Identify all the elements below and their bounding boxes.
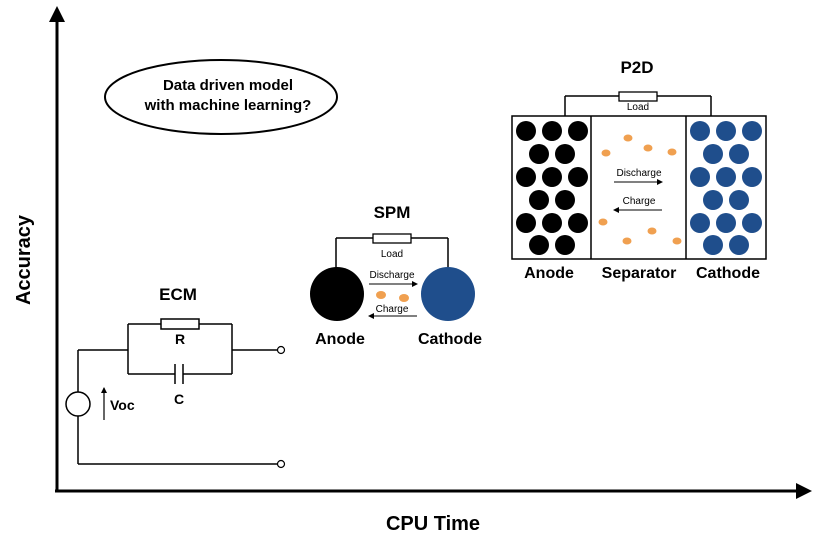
p2d-charge-label: Charge [623,196,656,207]
p2d-ion [598,218,608,226]
spm-model: SPM Load Discharge Charge Anode Cathode [310,203,482,348]
p2d-anode-particle [555,144,575,164]
p2d-cathode-particle [690,121,710,141]
spm-ion [399,294,409,302]
p2d-cathode-particle [729,144,749,164]
p2d-cathode-particle [742,121,762,141]
spm-title: SPM [374,203,411,222]
resistor-label: R [175,331,185,347]
p2d-ion [623,134,633,142]
p2d-anode-particle [529,235,549,255]
terminal-icon [276,459,286,469]
p2d-cathode-particle [742,213,762,233]
p2d-cathode-particle [716,121,736,141]
p2d-cathode-particle [690,213,710,233]
p2d-cathode-particle [703,235,723,255]
x-axis-arrowhead [796,483,812,499]
data-driven-bubble: Data driven model with machine learning? [104,59,338,135]
data-driven-line1: Data driven model [163,77,293,94]
p2d-separator-label: Separator [602,265,677,282]
p2d-cathode-particle [716,213,736,233]
ecm-title: ECM [159,285,197,304]
p2d-anode-particle [516,167,536,187]
p2d-ion [647,227,657,235]
y-axis-arrowhead [49,6,65,22]
terminal-icon [276,345,286,355]
p2d-cathode-particle [729,235,749,255]
p2d-anode-particle [529,144,549,164]
p2d-ion [601,149,611,157]
p2d-cathode-particle [690,167,710,187]
resistor-icon [160,318,200,330]
x-axis-label: CPU Time [386,513,480,535]
p2d-discharge-label: Discharge [616,168,661,179]
p2d-model: P2D Load Discharge Charge Anode Separato… [511,58,767,282]
p2d-anode-particle [555,190,575,210]
p2d-anode-particle [516,121,536,141]
spm-charge-label: Charge [376,304,409,315]
p2d-cathode-particle [729,190,749,210]
p2d-anode-particles [516,121,588,255]
p2d-title: P2D [620,58,653,77]
p2d-anode-particle [542,213,562,233]
voltage-source-icon [65,391,91,417]
p2d-anode-label: Anode [524,265,574,282]
p2d-anode-particle [568,213,588,233]
data-driven-line2: with machine learning? [144,97,312,114]
p2d-ion [667,148,677,156]
p2d-cathode-particle [742,167,762,187]
capacitor-label: C [174,391,184,407]
spm-discharge-label: Discharge [369,270,414,281]
y-axis-label: Accuracy [13,214,35,305]
spm-load-resistor [372,233,412,244]
p2d-anode-particle [568,167,588,187]
p2d-anode-particle [542,167,562,187]
p2d-ion [672,237,682,245]
p2d-anode-particle [529,190,549,210]
p2d-anode-particle [555,235,575,255]
spm-anode-particle [310,267,364,321]
spm-ion [376,291,386,299]
p2d-separator-ions [598,134,682,245]
p2d-ion [622,237,632,245]
p2d-anode-particle [568,121,588,141]
p2d-cathode-particles [690,121,762,255]
ecm-circuit: ECM Voc R C [65,285,286,469]
p2d-cathode-label: Cathode [696,265,760,282]
p2d-load-resistor [618,91,658,102]
spm-cathode-label: Cathode [418,331,482,348]
p2d-ion [643,144,653,152]
p2d-load-label: Load [627,102,649,113]
p2d-cathode-particle [716,167,736,187]
spm-load-label: Load [381,249,403,260]
spm-cathode-particle [421,267,475,321]
p2d-anode-particle [542,121,562,141]
spm-anode-label: Anode [315,331,365,348]
p2d-cathode-particle [703,190,723,210]
p2d-cathode-particle [703,144,723,164]
data-driven-ellipse [104,59,338,135]
axes: CPU Time Accuracy [13,6,812,535]
p2d-anode-particle [516,213,536,233]
voc-label: Voc [110,397,135,413]
